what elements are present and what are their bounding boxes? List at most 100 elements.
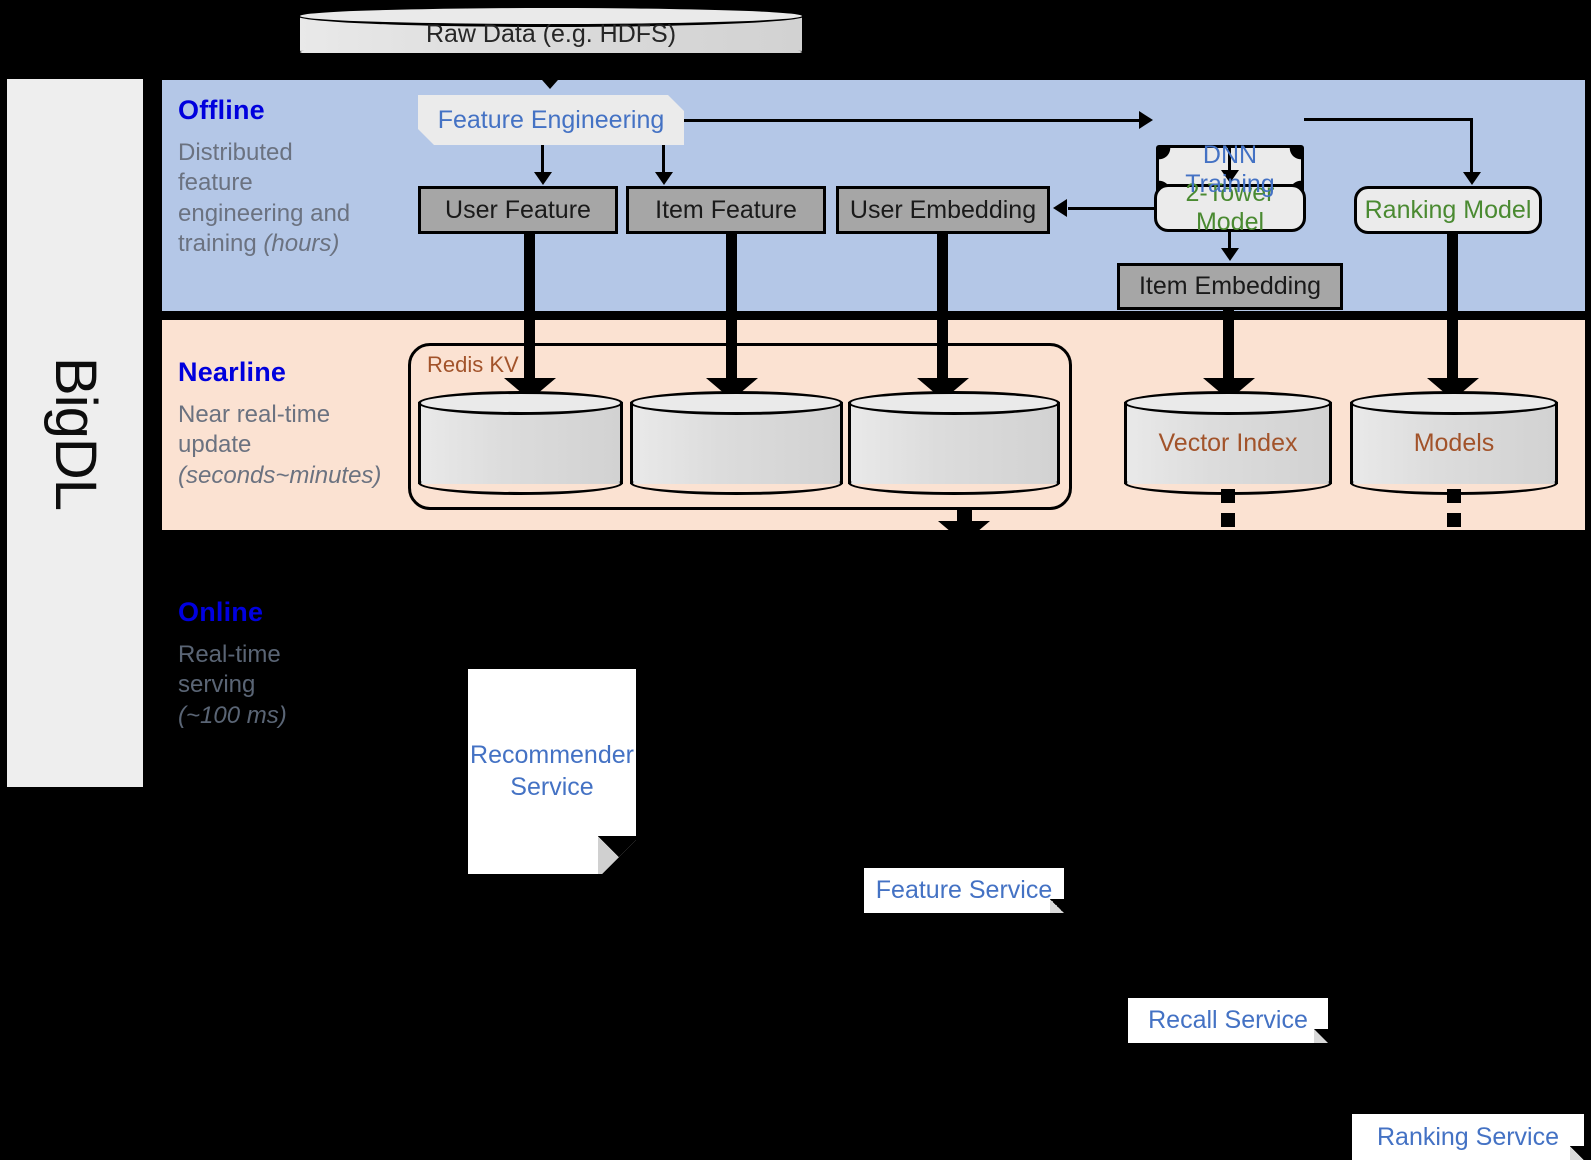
cylinder-body xyxy=(630,402,843,484)
recall-service-node[interactable]: Recall Service xyxy=(1128,998,1328,1043)
ranking-service-node[interactable]: Ranking Service xyxy=(1352,1114,1584,1160)
redis-store-user-embedding-label xyxy=(848,391,1060,495)
item-feature-store[interactable]: Item Feature xyxy=(626,186,826,234)
feature-service-node[interactable]: Feature Service xyxy=(864,868,1064,913)
bigdl-platform-panel: BigDL xyxy=(5,77,145,789)
vector-index-cylinder[interactable]: Vector Index xyxy=(1124,391,1332,495)
offline-desc-4-text: training xyxy=(178,230,264,258)
ranking-model-node[interactable]: Ranking Model xyxy=(1354,186,1542,234)
conn-dnn-ranking-v xyxy=(1470,118,1473,173)
nearline-desc-duration: (seconds~minutes) xyxy=(178,461,382,489)
cylinder-top xyxy=(1350,391,1558,415)
models-cylinder[interactable]: Models xyxy=(1350,391,1558,495)
offline-description: Distributed feature engineering and trai… xyxy=(178,138,408,260)
page-fold-icon xyxy=(598,836,636,874)
cylinder-top xyxy=(848,391,1060,415)
cylinder-body xyxy=(1350,402,1558,484)
redis-store-user-embedding[interactable] xyxy=(848,391,1060,495)
page-fold-icon xyxy=(1314,1029,1328,1043)
conn-dnn-twotower xyxy=(1228,145,1231,171)
offline-desc-duration: (hours) xyxy=(263,230,340,258)
conn-rawdata-fe xyxy=(549,60,552,78)
user-embedding-label: User Embedding xyxy=(849,195,1037,224)
offline-stage-label: Offline Distributed feature engineering … xyxy=(178,95,408,260)
nearline-description: Near real-time update (seconds~minutes) xyxy=(178,400,413,491)
arrow-fe-itemfeature xyxy=(655,172,673,185)
dnn-training-node[interactable]: DNN Training xyxy=(1156,141,1304,198)
nearline-desc-2: update xyxy=(178,431,252,459)
dnn-training-label: DNN Training xyxy=(1185,141,1275,198)
user-feature-label: User Feature xyxy=(445,195,591,224)
nearline-stage-label: Nearline Near real-time update (seconds~… xyxy=(178,357,413,491)
ranking-service-label: Ranking Service xyxy=(1376,1122,1560,1151)
arrow-fe-dnn xyxy=(1139,111,1153,129)
feature-service-label: Feature Service xyxy=(875,876,1053,904)
item-feature-label: Item Feature xyxy=(655,195,797,224)
architecture-diagram: BigDL Offline Distributed feature engine… xyxy=(5,5,1588,1160)
cylinder-body xyxy=(1124,402,1332,484)
online-title: Online xyxy=(178,597,264,627)
conn-twotower-userembedding xyxy=(1068,207,1156,210)
vector-index-label: Vector Index xyxy=(1158,428,1298,457)
offline-desc-4: training (hours) xyxy=(178,229,408,259)
conn-fe-itemfeature xyxy=(662,145,665,173)
two-tower-model-label: 2-Tower Model xyxy=(1185,179,1275,236)
offline-desc-3: engineering and xyxy=(178,199,351,227)
raw-data-label: Raw Data (e.g. HDFS) xyxy=(425,19,677,48)
raw-data-cylinder: Raw Data (e.g. HDFS) xyxy=(297,5,805,63)
cylinder-top xyxy=(1124,391,1332,415)
online-stage-label: Online Real-time serving (~100 ms) xyxy=(178,597,418,731)
redis-kv-group xyxy=(408,343,1072,510)
recommender-service-node[interactable]: Recommender Service xyxy=(468,669,636,874)
connector-stub-models-1 xyxy=(1447,489,1461,503)
redis-store-item-feature[interactable] xyxy=(630,391,843,495)
pipe-ranking-model xyxy=(1447,234,1458,382)
arrow-dnn-twotower xyxy=(1221,170,1239,183)
recommender-service-line2: Service xyxy=(510,772,594,801)
feature-engineering-node[interactable]: Feature Engineering xyxy=(418,95,684,145)
arrow-twotower-itemembedding xyxy=(1221,248,1239,261)
offline-title: Offline xyxy=(178,95,265,125)
recommender-service-line1: Recommender xyxy=(470,741,634,770)
redis-store-item-feature-label xyxy=(630,391,843,495)
connector-stub-vector-index-2 xyxy=(1221,513,1235,527)
online-desc-2: serving xyxy=(178,671,256,699)
arrow-dnn-ranking xyxy=(1463,172,1481,185)
node-inner-fill xyxy=(418,95,684,145)
bigdl-label: BigDL xyxy=(42,356,108,510)
pipe-user-embedding xyxy=(937,234,948,382)
redis-kv-label: Redis KV xyxy=(424,352,522,378)
redis-store-user-feature[interactable] xyxy=(418,391,623,495)
pipe-item-feature xyxy=(726,234,737,382)
page-fold-icon xyxy=(1050,899,1064,913)
cylinder-top xyxy=(418,391,623,415)
redis-store-user-feature-label xyxy=(418,391,623,495)
feature-engineering-label: Feature Engineering xyxy=(437,105,665,134)
online-description: Real-time serving (~100 ms) xyxy=(178,640,418,731)
conn-fe-dnn xyxy=(684,119,1139,122)
models-label: Models xyxy=(1413,428,1495,457)
conn-dnn-ranking-h xyxy=(1304,118,1473,121)
user-embedding-store[interactable]: User Embedding xyxy=(836,186,1050,234)
ranking-model-label: Ranking Model xyxy=(1364,195,1532,224)
recommender-service-label: Recommender Service xyxy=(470,740,634,803)
arrow-twotower-userembedding xyxy=(1053,199,1067,217)
arrow-rawdata-fe xyxy=(535,72,565,89)
cylinder-top xyxy=(297,5,805,27)
conn-fe-userfeature xyxy=(541,145,544,173)
two-tower-model-node[interactable]: 2-Tower Model xyxy=(1154,179,1306,236)
nearline-title: Nearline xyxy=(178,357,287,387)
recall-service-label: Recall Service xyxy=(1148,1006,1308,1034)
user-feature-store[interactable]: User Feature xyxy=(418,186,618,234)
offline-desc-1: Distributed xyxy=(178,139,293,166)
online-desc-1: Real-time xyxy=(178,641,281,668)
online-desc-duration: (~100 ms) xyxy=(178,701,287,729)
arrow-fe-userfeature xyxy=(534,172,552,185)
cylinder-body xyxy=(848,402,1060,484)
item-embedding-store[interactable]: Item Embedding xyxy=(1117,263,1343,310)
connector-stub-vector-index-1 xyxy=(1221,489,1235,503)
connector-stub-feature-service xyxy=(957,509,972,524)
pipe-item-embedding xyxy=(1223,310,1234,382)
nearline-desc-1: Near real-time xyxy=(178,401,331,428)
offline-desc-2: feature xyxy=(178,169,253,197)
